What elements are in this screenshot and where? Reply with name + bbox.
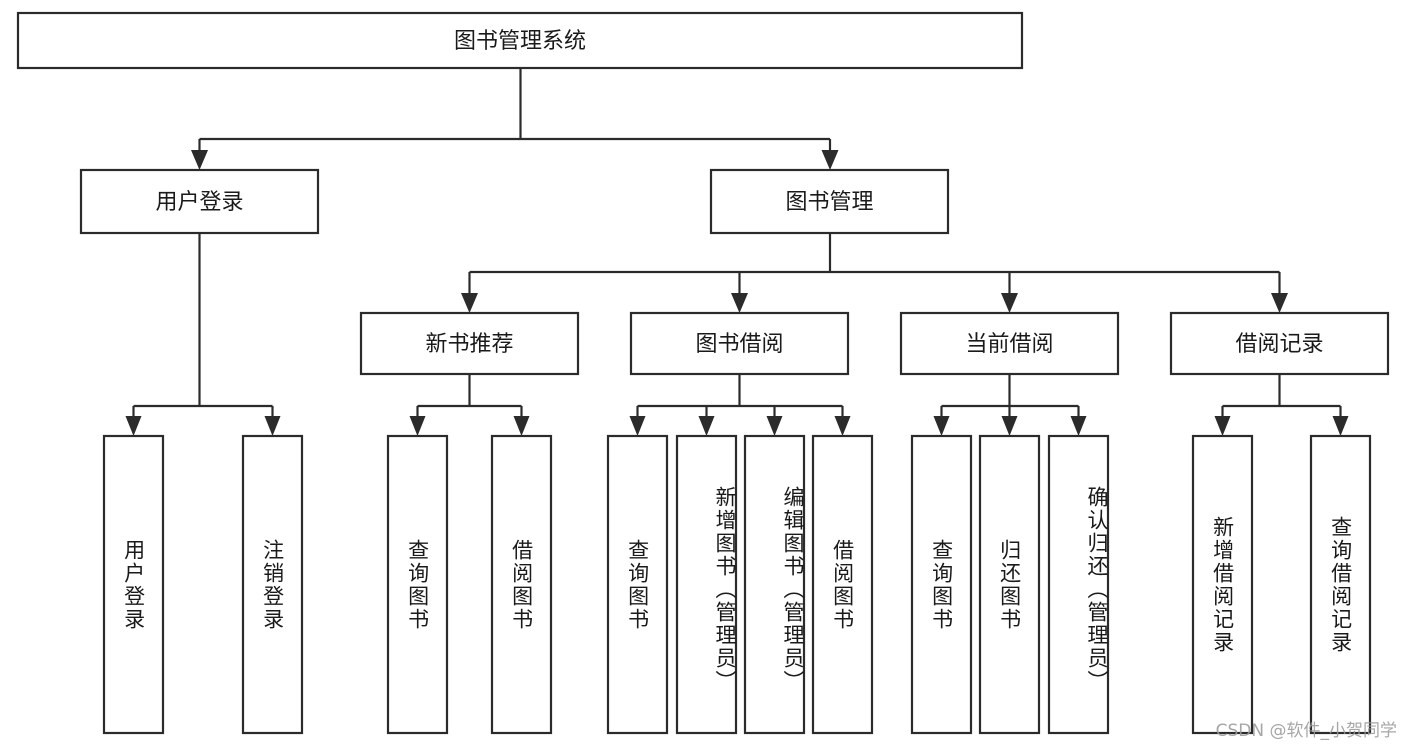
node-book-borrow-box [629, 311, 850, 376]
arrow-to-leaf-borrow-book-b [834, 416, 851, 436]
leaf-label-query-book-a: 查询图书 [405, 538, 430, 631]
leaf-box-edit-book[interactable] [743, 434, 806, 735]
leaf-label-borrow-book-a: 借阅图书 [509, 538, 534, 631]
leaf-box-return-book[interactable] [978, 434, 1041, 735]
node-book-management[interactable]: 图书管理 [709, 168, 950, 235]
leaf-label-add-record: 新增借阅记录 [1210, 515, 1235, 654]
node-new-book-recommendation[interactable]: 新书推荐 [359, 311, 580, 376]
node-book-management-box [709, 168, 950, 235]
leaf-label-logout: 注销登录 [260, 538, 285, 631]
arrow-to-leaf-user-login [125, 416, 142, 436]
arrow-to-leaf-edit-book [766, 416, 783, 436]
arrow-to-leaf-add-record [1214, 416, 1231, 436]
node-borrow-record[interactable]: 借阅记录 [1169, 311, 1390, 376]
arrow-to-borrow-record [1271, 293, 1288, 313]
leaf-label-add-book: 新增图书（管理员） [713, 486, 737, 693]
node-book-management-label: 图书管理 [785, 190, 873, 215]
edges-book-mgmt-to-level3 [461, 233, 1288, 313]
arrow-to-leaf-confirm-return [1070, 416, 1087, 436]
arrow-to-book-borrow [731, 293, 748, 313]
leaf-box-add-book[interactable] [675, 434, 738, 735]
node-borrow-record-label: 借阅记录 [1235, 332, 1323, 357]
edges-book-borrow-to-leaves [629, 374, 851, 436]
arrow-to-leaf-query-record [1332, 416, 1349, 436]
leaf-box-query-book-c[interactable] [910, 434, 973, 735]
leaf-box-borrow-book-a[interactable] [490, 434, 553, 735]
leaf-label-query-record: 查询借阅记录 [1328, 515, 1353, 654]
node-borrow-record-box [1169, 311, 1390, 376]
leaf-label-borrow-book-b: 借阅图书 [830, 538, 855, 631]
leaf-box-confirm-return[interactable] [1047, 434, 1110, 735]
leaf-box-query-record[interactable] [1309, 434, 1372, 735]
edges-root-to-level2 [191, 68, 839, 170]
node-user-login[interactable]: 用户登录 [79, 168, 320, 235]
node-user-login-label: 用户登录 [155, 190, 243, 215]
node-current-borrow[interactable]: 当前借阅 [899, 311, 1120, 376]
leaf-label-return-book: 归还图书 [997, 538, 1022, 631]
arrow-to-book-mgmt [821, 150, 839, 170]
edges-borrow-record-to-leaves [1214, 374, 1349, 436]
edges-user-login-to-leaves [125, 233, 281, 436]
leaf-label-user-login: 用户登录 [121, 538, 146, 631]
node-current-borrow-label: 当前借阅 [965, 332, 1053, 357]
node-root-box [16, 11, 1024, 70]
arrow-to-leaf-logout [264, 416, 281, 436]
node-root-book-management-system[interactable]: 图书管理系统 [16, 11, 1024, 70]
edges-current-borrow-to-leaves [933, 374, 1087, 436]
arrow-to-leaf-add-book [698, 416, 715, 436]
leaf-box-query-book-a[interactable] [386, 434, 449, 735]
watermark-text: CSDN @软件_小贺同学 [1215, 721, 1397, 741]
node-root-label: 图书管理系统 [454, 29, 586, 54]
leaf-box-add-record[interactable] [1191, 434, 1254, 735]
leaf-box-logout[interactable] [241, 434, 304, 735]
arrow-to-leaf-query-book-b [629, 416, 646, 436]
leaf-node-boxes [102, 434, 1372, 735]
leaf-label-edit-book: 编辑图书（管理员） [781, 486, 805, 693]
node-current-borrow-box [899, 311, 1120, 376]
leaf-box-query-book-b[interactable] [606, 434, 669, 735]
leaf-label-confirm-return: 确认归还（管理员） [1085, 486, 1109, 693]
arrow-to-new-book-rec [461, 293, 478, 313]
arrow-to-leaf-return-book [1001, 416, 1018, 436]
leaf-box-borrow-book-b[interactable] [811, 434, 874, 735]
leaf-label-query-book-c: 查询图书 [929, 538, 954, 631]
leaf-label-query-book-b: 查询图书 [625, 538, 650, 631]
arrow-to-leaf-query-book-a [409, 416, 426, 436]
arrow-to-leaf-borrow-book-a [513, 416, 530, 436]
arrow-to-leaf-query-book-c [933, 416, 950, 436]
arrow-to-current-borrow [1001, 293, 1018, 313]
edges-new-book-rec-to-leaves [409, 374, 530, 436]
arrow-to-user-login [191, 150, 208, 170]
node-book-borrow[interactable]: 图书借阅 [629, 311, 850, 376]
node-new-book-recommendation-label: 新书推荐 [425, 332, 513, 357]
node-user-login-box [79, 168, 320, 235]
leaf-box-user-login[interactable] [102, 434, 165, 735]
node-new-book-recommendation-box [359, 311, 580, 376]
node-book-borrow-label: 图书借阅 [695, 332, 783, 357]
